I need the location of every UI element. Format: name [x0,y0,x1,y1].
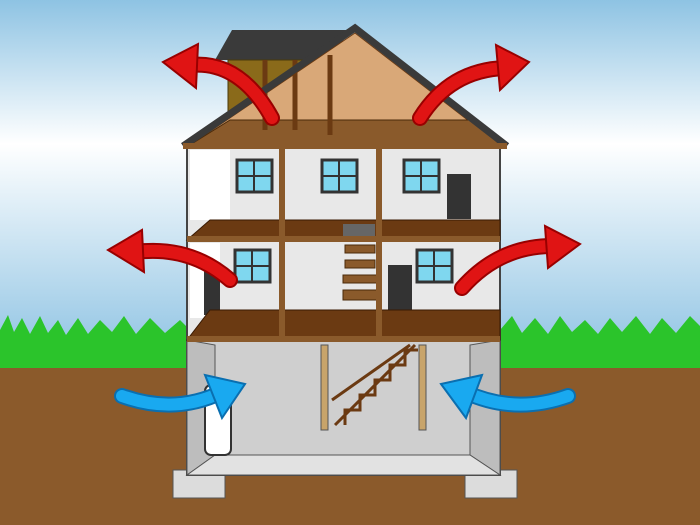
exhaust-arrow-attic-right [412,43,531,126]
basement [185,339,502,476]
first-floor [185,229,501,341]
door [388,265,412,310]
grass [0,315,700,372]
floor-1 [185,309,501,341]
exhaust-arrow-floor-right [454,224,582,296]
intake-arrow-basement-right [439,373,576,421]
intake-arrow-basement-left [114,373,247,421]
exhaust-arrow-attic-left [161,42,280,126]
door [447,174,471,219]
door [204,270,220,315]
exhaust-arrow-floor-left [106,228,238,288]
second-floor [185,147,501,342]
basement-stairs [331,343,418,427]
